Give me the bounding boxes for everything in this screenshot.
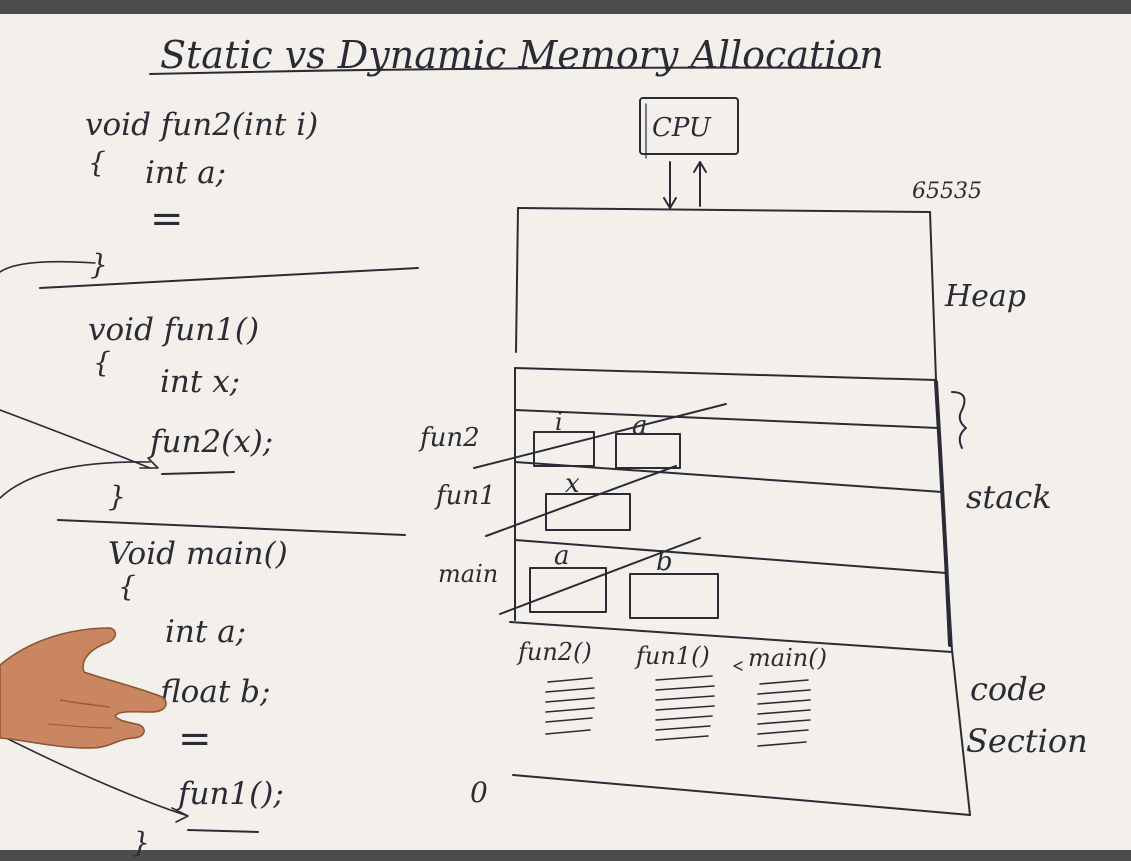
var-i: i (555, 408, 563, 436)
stack-brace (951, 391, 967, 449)
divider-2 (57, 519, 406, 536)
frame-label-fun1: fun1 (434, 481, 496, 511)
frame-label-fun2: fun2 (418, 423, 480, 453)
fun1-close-brace: } (108, 480, 126, 513)
frame-fun1: fun1 x (434, 465, 677, 537)
code-lines-main (757, 679, 811, 747)
code-label: code (970, 670, 1047, 708)
code-section: fun2() fun1() main() (516, 638, 827, 747)
bottom-video-bar (0, 850, 1131, 861)
divider-1 (39, 267, 419, 289)
top-video-bar (0, 0, 1131, 14)
code-fn-fun1: fun1() (634, 642, 710, 670)
main-signature: Void main() (108, 536, 288, 572)
main-memory-outline (512, 207, 971, 816)
main-open-brace: { (118, 570, 136, 603)
cpu-label: CPU (652, 113, 712, 143)
main-call: fun1(); (176, 776, 284, 812)
main-decl-a: int a; (165, 614, 246, 650)
var-b: b (656, 547, 673, 577)
code-fun2: void fun2(int i) { int a; = } (85, 107, 318, 281)
main-decl-b: float b; (158, 674, 270, 710)
code-main: Void main() { int a; float b; = fun1(); … (108, 536, 288, 859)
fun2-open-brace: { (88, 146, 106, 179)
top-address-label: 65535 (912, 179, 982, 204)
diagram-title: Static vs Dynamic Memory Allocation (160, 33, 884, 77)
code-fun1: void fun1() { int x; fun2(x); } (88, 312, 273, 513)
fun2-close-brace: } (90, 248, 108, 281)
strike-main (499, 537, 701, 615)
fun2-body: = (150, 196, 184, 242)
main-call-underline (187, 829, 259, 833)
stack-label: stack (966, 478, 1052, 516)
frame-label-main: main (438, 560, 498, 588)
main-body: = (178, 716, 212, 762)
section-label: Section (966, 722, 1088, 760)
cpu-box: CPU (639, 97, 739, 159)
frame-fun2: fun2 i a (418, 403, 727, 469)
code-lines-fun2 (545, 677, 595, 735)
stack-edge-mark (934, 380, 952, 647)
code-lines-fun1 (655, 675, 715, 741)
fun1-signature: void fun1() (88, 312, 259, 348)
strike-fun1 (485, 465, 677, 537)
main-close-brace: } (132, 826, 150, 859)
bottom-address-label: 0 (470, 776, 488, 809)
fun1-decl: int x; (160, 364, 240, 400)
stack-region-lines (509, 367, 953, 653)
title-underline (149, 66, 861, 75)
strike-fun2 (473, 403, 727, 469)
code-fn-main: main() (748, 644, 827, 672)
frame-main: main a b (438, 537, 719, 619)
var-x: x (565, 469, 580, 499)
fun1-open-brace: { (93, 346, 111, 379)
call-arrows (0, 260, 189, 823)
fun2-signature: void fun2(int i) (85, 107, 318, 143)
cpu-memory-arrows (663, 161, 707, 209)
fun1-call-underline (161, 471, 235, 475)
var-a-main: a (554, 541, 570, 571)
heap-label: Heap (944, 279, 1026, 314)
fun1-call: fun2(x); (148, 424, 273, 460)
code-section-small-arrow (733, 661, 743, 671)
presenter-hand (0, 627, 167, 749)
code-fn-fun2: fun2() (516, 638, 592, 666)
fun2-decl: int a; (145, 155, 226, 191)
